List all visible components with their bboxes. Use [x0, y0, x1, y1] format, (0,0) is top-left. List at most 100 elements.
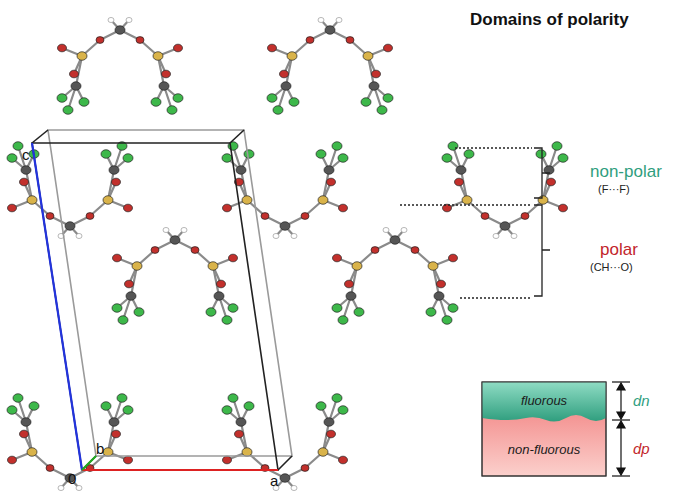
atom [70, 70, 79, 78]
atom [153, 52, 163, 61]
atom [369, 82, 379, 91]
atom [103, 196, 113, 205]
atom [136, 37, 144, 44]
molecule [267, 17, 393, 114]
band: non-fluorous [482, 422, 606, 476]
atom [235, 430, 244, 438]
atom [214, 292, 224, 301]
atom [123, 406, 133, 415]
atom [327, 178, 336, 186]
atom [191, 247, 199, 254]
atom [8, 456, 17, 464]
atom [426, 308, 436, 317]
atom [339, 204, 348, 212]
atom [338, 316, 348, 325]
atom [280, 474, 290, 483]
atom [437, 280, 446, 288]
atom [261, 213, 269, 220]
atom [101, 150, 111, 159]
atom [103, 448, 113, 457]
molecule [112, 227, 238, 324]
atom [163, 227, 169, 232]
atom [8, 204, 17, 212]
atom [151, 98, 161, 107]
atom [112, 304, 122, 313]
atom [552, 142, 562, 151]
atom [273, 233, 279, 238]
atom [244, 150, 254, 159]
atom [58, 485, 64, 490]
atom [101, 402, 111, 411]
atom [228, 304, 238, 313]
atom [20, 178, 29, 186]
atom [354, 308, 364, 317]
atom [21, 418, 31, 427]
atom [77, 52, 87, 61]
atom [324, 418, 334, 427]
atom [318, 448, 328, 457]
atom [58, 44, 67, 52]
molecule [7, 142, 133, 239]
atom [167, 106, 177, 115]
atom [345, 280, 354, 288]
atom [339, 456, 348, 464]
atom [112, 178, 121, 186]
atom [338, 406, 348, 415]
interaction-note: (F···F) [598, 183, 630, 195]
atom [126, 292, 136, 301]
atom [229, 254, 238, 262]
atom [324, 166, 334, 175]
atom [7, 154, 17, 163]
atom [411, 247, 419, 254]
atom [115, 26, 125, 35]
dimension-label: dn [633, 392, 650, 409]
atom [236, 418, 246, 427]
atom [242, 448, 252, 457]
axis-label: c [22, 146, 30, 163]
atom [318, 196, 328, 205]
atom [500, 222, 510, 231]
atom [280, 222, 290, 231]
atom [76, 485, 82, 490]
atom [455, 178, 464, 186]
atom [46, 213, 54, 220]
atom [268, 44, 277, 52]
atom [76, 233, 82, 238]
atom [280, 70, 289, 78]
atom [174, 44, 183, 52]
atom [134, 308, 144, 317]
atom [273, 106, 283, 115]
atom [181, 227, 187, 232]
atom [372, 70, 381, 78]
domain-label: non-polar [590, 162, 662, 182]
atom [206, 308, 216, 317]
dimension-arrows [612, 382, 630, 476]
atom [442, 154, 452, 163]
molecule [7, 394, 133, 491]
atom [316, 150, 326, 159]
atom [456, 166, 466, 175]
band-label: fluorous [521, 393, 567, 408]
atom [377, 106, 387, 115]
band: fluorous [482, 382, 606, 418]
atom [547, 178, 556, 186]
unit-cell [32, 130, 292, 470]
atom [109, 166, 119, 175]
atom [27, 196, 37, 205]
atom [124, 204, 133, 212]
atom [327, 430, 336, 438]
atom [318, 17, 324, 22]
atom [325, 26, 335, 35]
atom [7, 406, 17, 415]
atom [222, 154, 232, 163]
atom [558, 154, 568, 163]
interaction-note: (CH···O) [590, 261, 633, 273]
molecule [442, 142, 568, 239]
atom [428, 262, 438, 271]
atom [442, 316, 452, 325]
atom [162, 70, 171, 78]
atom [346, 37, 354, 44]
atom [113, 254, 122, 262]
atom [464, 150, 474, 159]
